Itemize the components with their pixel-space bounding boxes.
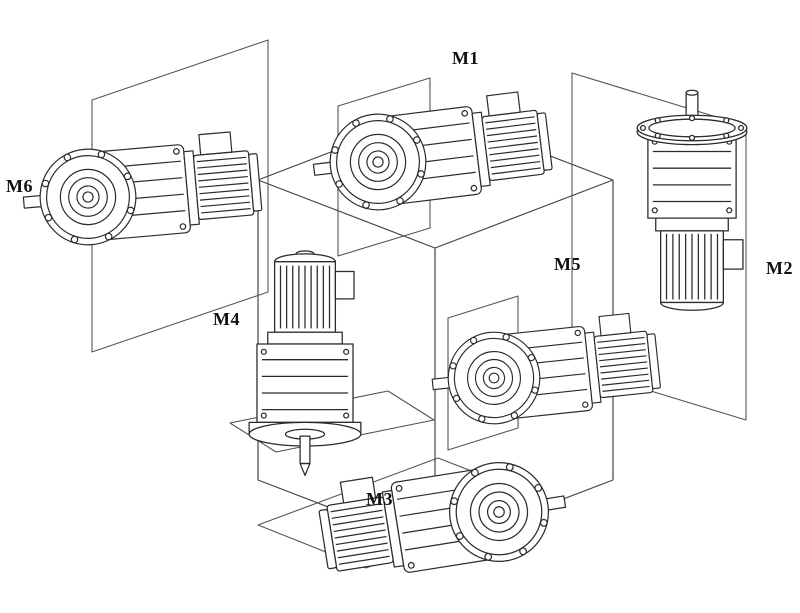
label-m6: M6 (6, 176, 33, 196)
label-m3: M3 (366, 489, 393, 509)
gearmotor-m2 (636, 89, 748, 311)
gearmotor-m3 (314, 447, 574, 590)
mounting-plane-m6 (91, 39, 269, 353)
label-m2: M2 (766, 258, 793, 278)
mounting-plane-m5 (447, 295, 519, 451)
gearmotor-m6 (18, 129, 265, 251)
label-m4: M4 (213, 309, 240, 329)
gearmotor-m5 (426, 310, 664, 431)
label-m5: M5 (554, 254, 581, 274)
mounting-plane-m1 (337, 77, 431, 257)
label-m1: M1 (452, 48, 479, 68)
gearmotor-m1 (307, 88, 556, 218)
gearmotor-m4 (248, 250, 362, 476)
